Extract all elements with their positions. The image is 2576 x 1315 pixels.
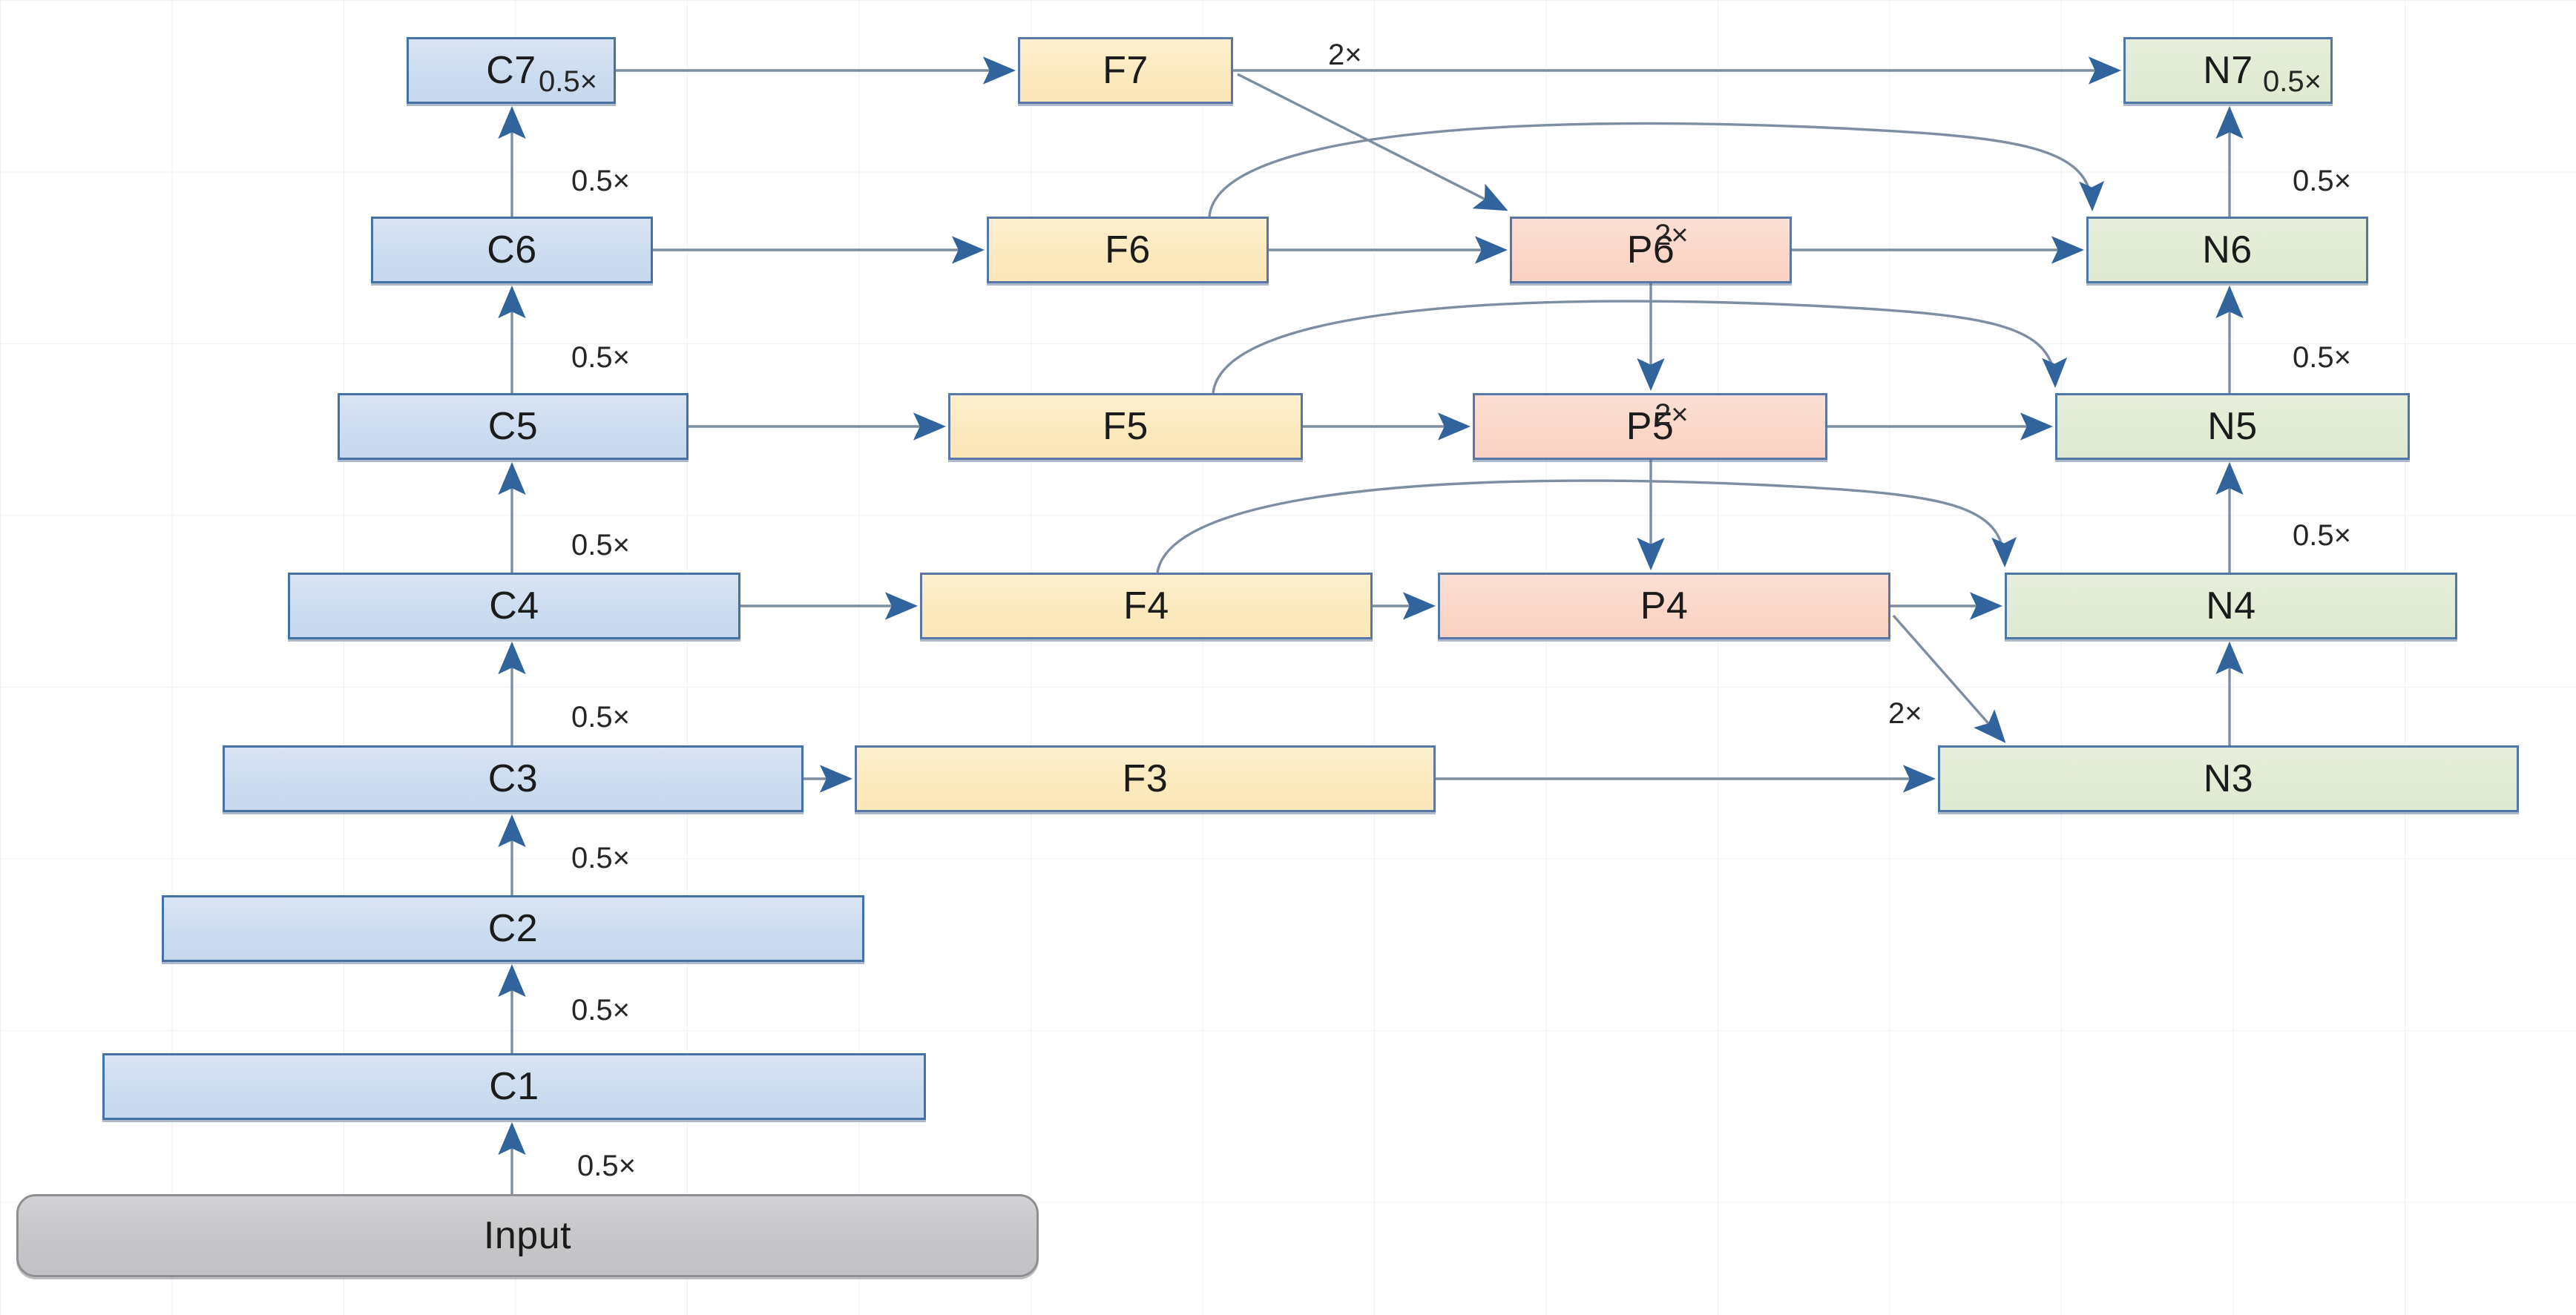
node-f4[interactable]: F4 [920, 573, 1373, 639]
node-label: F4 [1123, 584, 1169, 627]
node-label: F7 [1103, 49, 1149, 92]
edge-label-lbl-c3-c4: 0.5× [571, 529, 630, 561]
edge-f4-n4 [1156, 479, 2017, 573]
node-p6[interactable]: P6 [1510, 217, 1792, 283]
node-f6[interactable]: F6 [987, 217, 1269, 283]
edge-label-lbl-c4-c5: 0.5× [571, 341, 630, 374]
node-label: C1 [489, 1065, 539, 1108]
node-label: N3 [2203, 757, 2254, 800]
node-c4[interactable]: C4 [288, 573, 740, 639]
edge-label-lbl-in-c1: 0.5× [577, 1150, 636, 1182]
node-input[interactable]: Input [16, 1194, 1039, 1277]
node-label: C7 [486, 49, 536, 92]
node-label: C4 [489, 584, 539, 627]
edge-label-lbl-p5-p4: 2× [1655, 398, 1689, 431]
node-label: C2 [487, 907, 539, 950]
node-c2[interactable]: C2 [162, 895, 864, 962]
edge-label-lbl-n4-n5: 0.5× [2293, 341, 2351, 374]
node-label: N6 [2202, 228, 2253, 271]
node-c1[interactable]: C1 [102, 1053, 926, 1120]
edge-label-lbl-c1b: 0.5× [571, 994, 630, 1026]
node-label: F6 [1105, 228, 1151, 271]
node-c3[interactable]: C3 [223, 745, 804, 812]
edge-label-lbl-c1-c2: 0.5× [571, 842, 630, 874]
node-label: P4 [1640, 584, 1689, 627]
edge-f7-p6 [1237, 73, 1508, 211]
node-label: N7 [2203, 49, 2253, 92]
node-f5[interactable]: F5 [948, 393, 1303, 460]
edge-label-lbl-c6-c7: 0.5× [539, 65, 597, 98]
node-label: C5 [487, 405, 539, 448]
node-n6[interactable]: N6 [2086, 217, 2368, 283]
node-label: C3 [487, 757, 539, 800]
edge-label-lbl-c2-c3: 0.5× [571, 701, 630, 734]
node-p5[interactable]: P5 [1473, 393, 1827, 460]
node-c7[interactable]: C7 [407, 37, 616, 104]
edge-label-lbl-n6-n7: 0.5× [2263, 65, 2322, 98]
edge-f5-n5 [1212, 300, 2068, 394]
edge-label-lbl-c5-c6: 0.5× [571, 165, 630, 197]
edge-label-lbl-p4-n3: 2× [1888, 697, 1922, 730]
edge-label-lbl-n3-n4: 0.5× [2293, 519, 2351, 552]
node-f7[interactable]: F7 [1018, 37, 1233, 104]
edge-p4-n3 [1892, 614, 2006, 743]
node-n4[interactable]: N4 [2005, 573, 2457, 639]
edge-label-lbl-p6-p5: 2× [1655, 219, 1689, 251]
node-label: C6 [487, 228, 537, 271]
node-c5[interactable]: C5 [338, 393, 689, 460]
node-label: F3 [1122, 757, 1169, 800]
node-label: Input [483, 1214, 572, 1257]
node-p4[interactable]: P4 [1438, 573, 1890, 639]
node-label: N4 [2206, 584, 2256, 627]
node-n7[interactable]: N7 [2123, 37, 2333, 104]
node-f3[interactable]: F3 [855, 745, 1436, 812]
node-n5[interactable]: N5 [2055, 393, 2410, 460]
node-c6[interactable]: C6 [371, 217, 653, 283]
edge-f6-n6 [1208, 122, 2105, 217]
node-n3[interactable]: N3 [1938, 745, 2519, 812]
edge-label-lbl-n5-n6: 0.5× [2293, 165, 2351, 197]
edge-label-lbl-f7-p6: 2× [1328, 39, 1362, 71]
node-label: F5 [1103, 405, 1149, 448]
node-label: P5 [1626, 405, 1675, 448]
node-label: N5 [2207, 405, 2258, 448]
node-label: P6 [1626, 228, 1675, 271]
